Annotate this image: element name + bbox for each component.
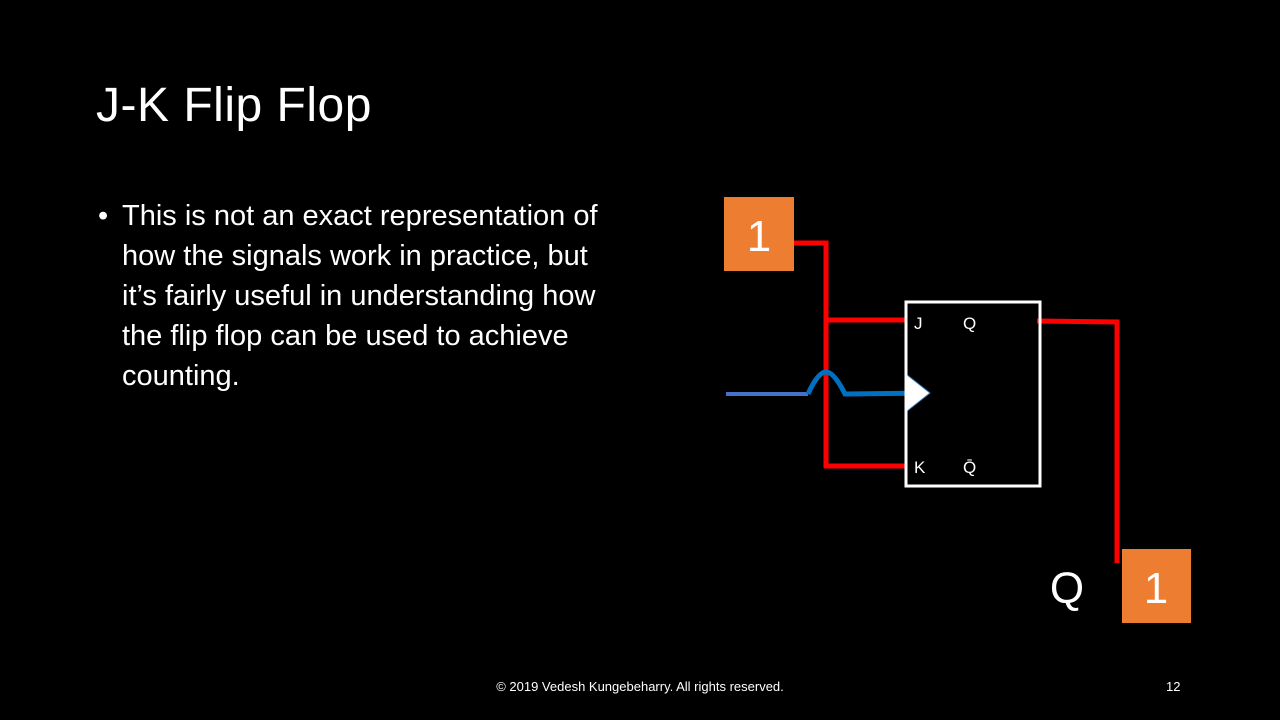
slide-title: J-K Flip Flop — [96, 79, 372, 132]
bullet-list: • This is not an exact representation of… — [98, 196, 618, 396]
footer-copyright: © 2019 Vedesh Kungebeharry. All rights r… — [496, 679, 784, 694]
input-wire — [794, 240, 829, 468]
input-value: 1 — [747, 212, 771, 261]
flip-flop-box — [904, 300, 1042, 488]
clock-triangle-icon — [905, 372, 931, 414]
j-label: J — [914, 314, 923, 333]
output-value: 1 — [1144, 564, 1168, 613]
bullet-item: • This is not an exact representation of… — [98, 196, 618, 396]
input-value-box — [724, 197, 794, 271]
qbar-pin-label: Q̄ — [963, 458, 976, 477]
q-pin-label: Q — [963, 314, 976, 333]
page-number: 12 — [1166, 679, 1181, 694]
clock-crossover-wire — [805, 369, 929, 397]
output-value-box — [1122, 549, 1191, 623]
k-label: K — [914, 458, 926, 477]
output-label: Q — [1050, 564, 1084, 613]
q-output-wire — [1036, 318, 1120, 563]
bullet-text: This is not an exact representation of h… — [122, 200, 598, 392]
bullet-marker: • — [98, 200, 109, 232]
